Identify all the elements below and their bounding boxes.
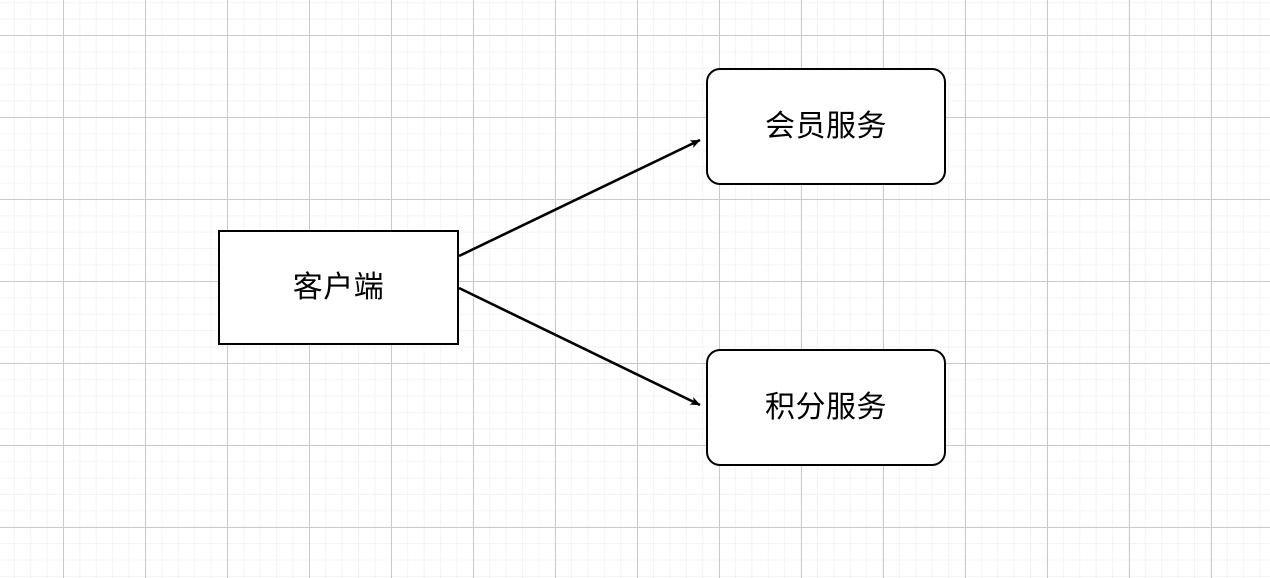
node-member-service-label: 会员服务 (765, 110, 887, 143)
node-points-service-label: 积分服务 (765, 391, 887, 424)
node-client[interactable]: 客户端 (218, 230, 459, 345)
edge-client-to-points-service[interactable] (458, 286, 701, 407)
node-member-service[interactable]: 会员服务 (706, 68, 946, 185)
node-client-label: 客户端 (292, 271, 385, 304)
node-points-service[interactable]: 积分服务 (706, 349, 946, 466)
edge-client-to-member-service[interactable] (458, 138, 701, 258)
